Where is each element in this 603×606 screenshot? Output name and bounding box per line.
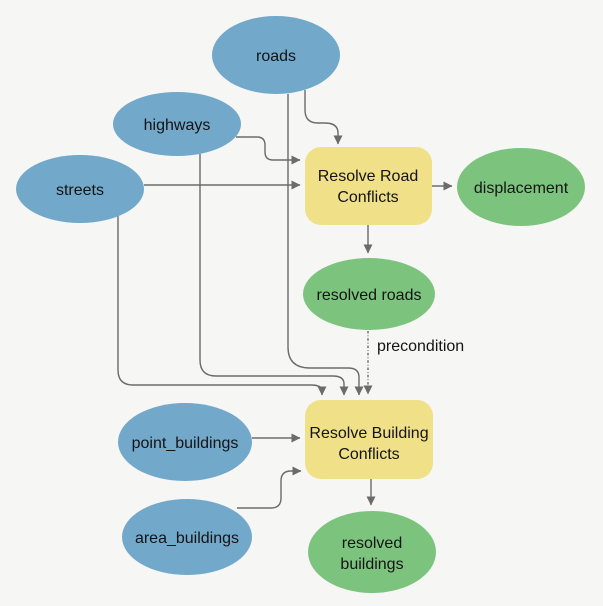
node-resolved-buildings[interactable]: resolved buildings [308,511,436,593]
streets-label: streets [56,182,104,199]
resolved-buildings-ellipse[interactable] [308,511,436,593]
edge-area-buildings-to-resolve-building-conflicts [237,466,302,509]
edge-roads-to-resolve-road-conflicts [304,90,343,145]
node-resolve-road-conflicts[interactable]: Resolve Road Conflicts [305,147,432,225]
edge-highways-to-resolve-road-conflicts [236,136,301,165]
node-displacement[interactable]: displacement [457,148,585,226]
area-buildings-ellipse[interactable] [122,499,252,575]
resolve-building-conflicts-label-line1: Resolve Building [309,425,428,442]
resolved-roads-ellipse[interactable] [303,258,435,330]
resolved-roads-label: resolved roads [317,287,422,304]
node-area-buildings[interactable]: area_buildings [122,499,252,575]
precondition-label: precondition [377,338,464,355]
node-roads[interactable]: roads [212,16,340,94]
roads-ellipse[interactable] [212,16,340,94]
resolve-building-conflicts-label-line2: Conflicts [338,446,399,463]
highways-ellipse[interactable] [113,92,241,156]
edge-streets-to-resolve-building-conflicts [117,216,327,396]
resolve-building-conflicts-box[interactable] [305,400,433,479]
roads-label: roads [256,48,296,65]
edge-highways-to-resolve-building-conflicts [199,154,349,396]
resolve-road-conflicts-label-line1: Resolve Road [318,168,419,185]
edge-roads-to-resolve-building-conflicts [287,94,364,396]
node-highways[interactable]: highways [113,92,241,156]
node-point-buildings[interactable]: point_buildings [118,403,252,481]
node-resolved-roads[interactable]: resolved roads [303,258,435,330]
resolve-road-conflicts-box[interactable] [305,147,432,225]
resolved-buildings-label-line1: resolved [342,535,402,552]
streets-ellipse[interactable] [16,155,144,223]
displacement-label: displacement [474,180,569,197]
edges [117,90,453,509]
node-resolve-building-conflicts[interactable]: Resolve Building Conflicts [305,400,433,479]
resolve-road-conflicts-label-line2: Conflicts [337,189,398,206]
point-buildings-ellipse[interactable] [118,403,252,481]
area-buildings-label: area_buildings [135,530,239,547]
highways-label: highways [144,117,211,134]
displacement-ellipse[interactable] [457,148,585,226]
resolved-buildings-label-line2: buildings [340,556,403,573]
node-streets[interactable]: streets [16,155,144,223]
point-buildings-label: point_buildings [132,435,239,452]
